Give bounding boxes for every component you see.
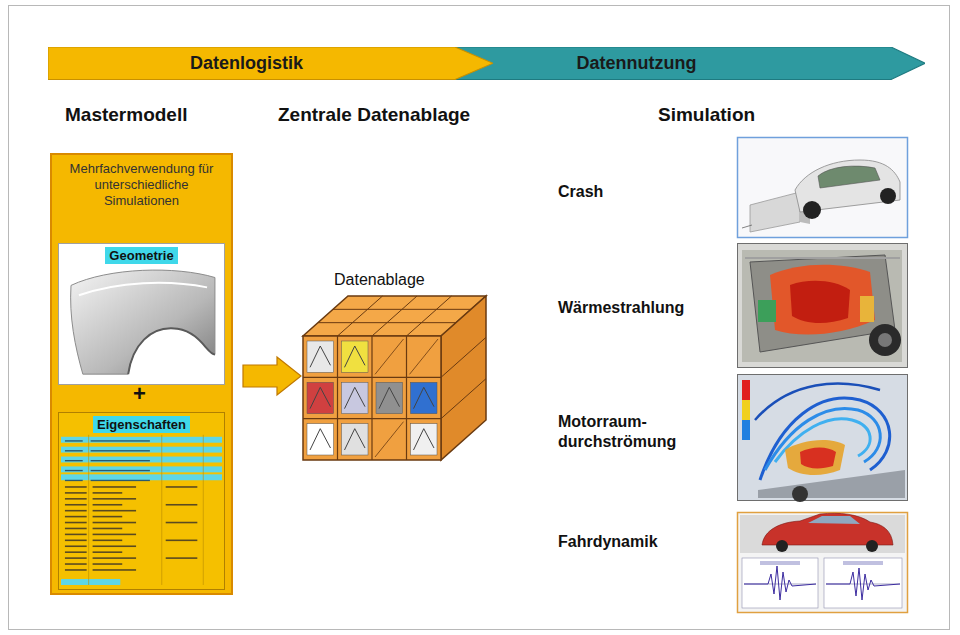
block-arrow [243, 357, 301, 395]
phase-band: Datenlogistik [48, 47, 493, 80]
master-model-box: Mehrfachverwendung für unterschiedliche … [50, 153, 233, 595]
node-text: Datenablage [334, 271, 425, 289]
outer-frame [9, 6, 950, 630]
node-text: Datennutzung [577, 53, 697, 74]
column-heading: Zentrale Datenablage [278, 104, 470, 126]
properties-box: Eigenschaften [58, 412, 225, 590]
node-text: Eigenschaften [93, 416, 190, 433]
node-text: Geometrie [105, 247, 177, 264]
geometry-box: Geometrie [58, 243, 225, 385]
node-text: Mehrfachverwendung für unterschiedliche … [52, 155, 231, 209]
column-heading: Mastermodell [65, 104, 187, 126]
column-heading: Simulation [658, 104, 755, 126]
simulation-label: Crash [558, 182, 603, 202]
heat-radiation-picture [738, 244, 908, 368]
data-store-cube: Datenablage [298, 268, 492, 464]
simulation-label: Fahrdynamik [558, 532, 658, 552]
property-table [59, 413, 224, 589]
plus-sign: + [133, 381, 146, 407]
simulation-label: Wärmestrahlung [558, 298, 684, 318]
vehicle-dynamics-picture [738, 513, 908, 613]
phase-band: Datennutzung [420, 47, 925, 80]
storage-cube [298, 268, 492, 464]
fender-picture [59, 244, 224, 384]
simulation-label: Motorraum- durchströmung [558, 412, 698, 452]
node-text: Datenlogistik [190, 53, 303, 74]
engine-flow-picture [738, 375, 908, 503]
crash-picture [738, 138, 908, 238]
